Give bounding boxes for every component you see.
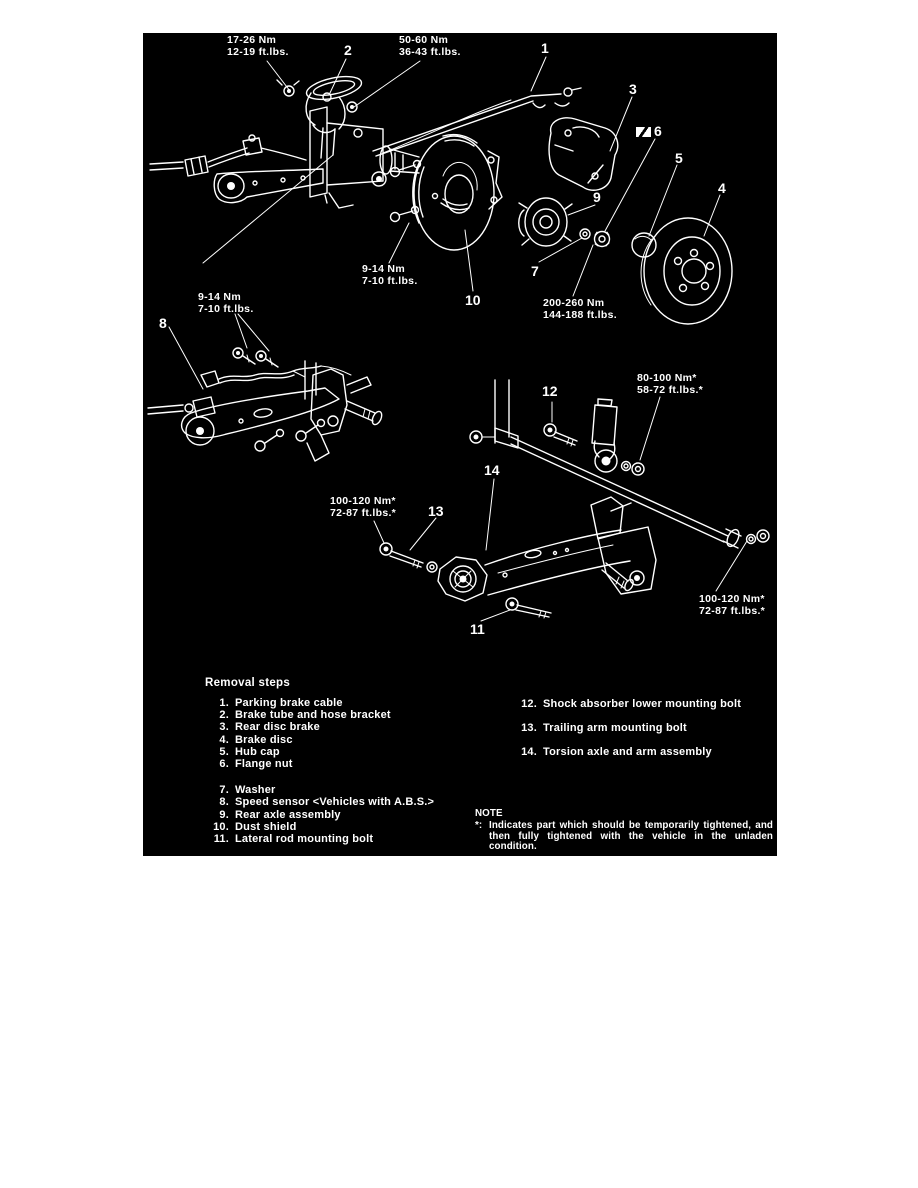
removal-steps-title: Removal steps: [205, 677, 291, 689]
callout-number-1: 1: [541, 40, 549, 56]
callout-number-4: 4: [718, 180, 726, 196]
list-item: 9.Rear axle assembly: [219, 808, 341, 821]
callout-number-3: 3: [629, 81, 637, 97]
list-item: 2.Brake tube and hose bracket: [219, 709, 391, 722]
callout-number-14: 14: [484, 462, 500, 478]
note-block: NOTE *: Indicates part which should be t…: [475, 808, 773, 853]
callout-number-8: 8: [159, 315, 167, 331]
list-item: 7.Washer: [219, 784, 276, 797]
list-item: 11.Lateral rod mounting bolt: [213, 833, 374, 846]
note-title: NOTE: [475, 808, 503, 819]
torque-label-lateral-rod-nut: 100-120 Nm*72-87 ft.lbs.*: [699, 593, 766, 617]
list-item: 13.Trailing arm mounting bolt: [521, 722, 687, 735]
note-marker: *:: [475, 819, 483, 831]
list-item: 12.Shock absorber lower mounting bolt: [521, 698, 742, 710]
non-reusable-part-icon: [636, 127, 651, 137]
torque-label-shock-nut: 80-100 Nm*58-72 ft.lbs.*: [637, 372, 704, 396]
callout-number-5: 5: [675, 150, 683, 166]
list-item: 5.Hub cap: [219, 745, 280, 758]
removal-steps-list: Removal steps 1.Parking brake cable 2.Br…: [205, 677, 511, 845]
list-item: 3.Rear disc brake: [219, 721, 320, 734]
callout-number-7: 7: [531, 263, 539, 279]
callout-number-9: 9: [593, 189, 601, 205]
list-item: 10.Dust shield: [213, 820, 297, 833]
callout-number-11: 11: [470, 621, 485, 637]
exploded-diagram-art: [147, 56, 770, 622]
callout-number-2: 2: [344, 42, 352, 58]
note-text: Indicates part which should be temporari…: [489, 819, 773, 853]
list-item: 14.Torsion axle and arm assembly: [521, 746, 712, 759]
callout-number-6: 6: [654, 123, 662, 139]
list-item: 6.Flange nut: [219, 758, 293, 771]
list-item: 8.Speed sensor <Vehicles with A.B.S.>: [219, 796, 435, 809]
callout-number-12: 12: [542, 383, 558, 399]
removal-steps-list-right: 12.Shock absorber lower mounting bolt 13…: [515, 698, 777, 771]
callout-number-13: 13: [428, 503, 444, 519]
callout-number-10: 10: [465, 292, 481, 308]
list-item: 1.Parking brake cable: [219, 697, 343, 709]
torque-label-trailing-arm-bolt: 100-120 Nm*72-87 ft.lbs.*: [330, 495, 397, 519]
list-item: 4.Brake disc: [219, 733, 293, 746]
